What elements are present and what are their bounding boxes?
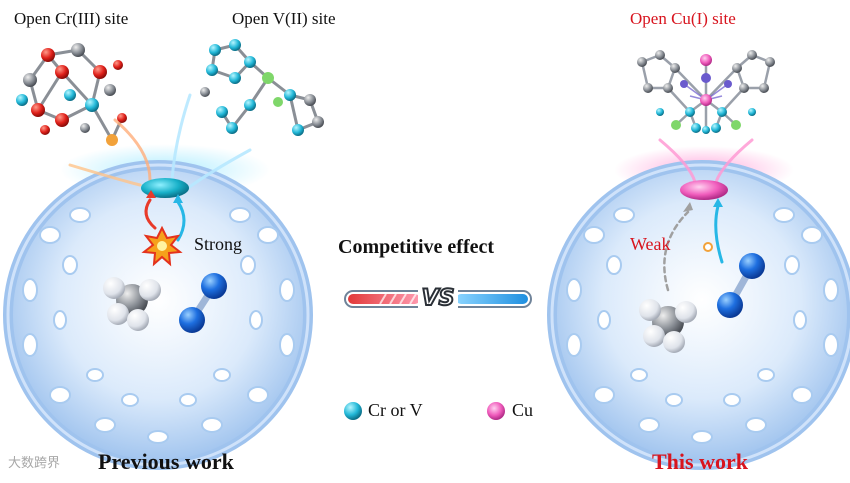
cr-molecule-structure: [16, 43, 127, 146]
cu-molecule-structure: [637, 50, 775, 134]
legend-cu-icon: [487, 402, 505, 420]
legend-cu-label: Cu: [512, 400, 534, 420]
collision-burst-icon: [141, 225, 183, 267]
previous-work-caption: Previous work: [98, 449, 234, 474]
flame-strokes-left: [68, 93, 252, 190]
vs-badge: VS: [421, 285, 456, 312]
weak-label: Weak: [630, 234, 671, 254]
vs-bar: [344, 282, 532, 316]
metal-site-left: [141, 178, 189, 198]
watermark-text: 大数跨界: [8, 456, 61, 471]
n2-molecule-right: [717, 253, 765, 318]
competitive-effect-title: Competitive effect: [338, 236, 495, 258]
v-site-label: Open V(II) site: [232, 9, 336, 28]
sphere-right: [547, 146, 850, 470]
cr-site-label: Open Cr(III) site: [14, 9, 129, 28]
sphere-left: [3, 144, 313, 470]
legend-crv-label: Cr or V: [368, 400, 423, 420]
legend-crv-icon: [344, 402, 362, 420]
methane-molecule-right: [639, 299, 697, 353]
this-work-caption: This work: [652, 449, 748, 474]
v-molecule-structure: [200, 39, 324, 136]
cu-site-label: Open Cu(I) site: [630, 9, 736, 28]
cu-site-right: [680, 180, 728, 200]
weak-interaction-arrows: [663, 198, 724, 292]
n2-molecule-left: [179, 273, 227, 333]
methane-molecule-left: [103, 277, 161, 331]
flame-strokes-right: [658, 138, 754, 184]
strong-label: Strong: [194, 234, 243, 254]
strong-interaction-arrows: [144, 190, 186, 242]
